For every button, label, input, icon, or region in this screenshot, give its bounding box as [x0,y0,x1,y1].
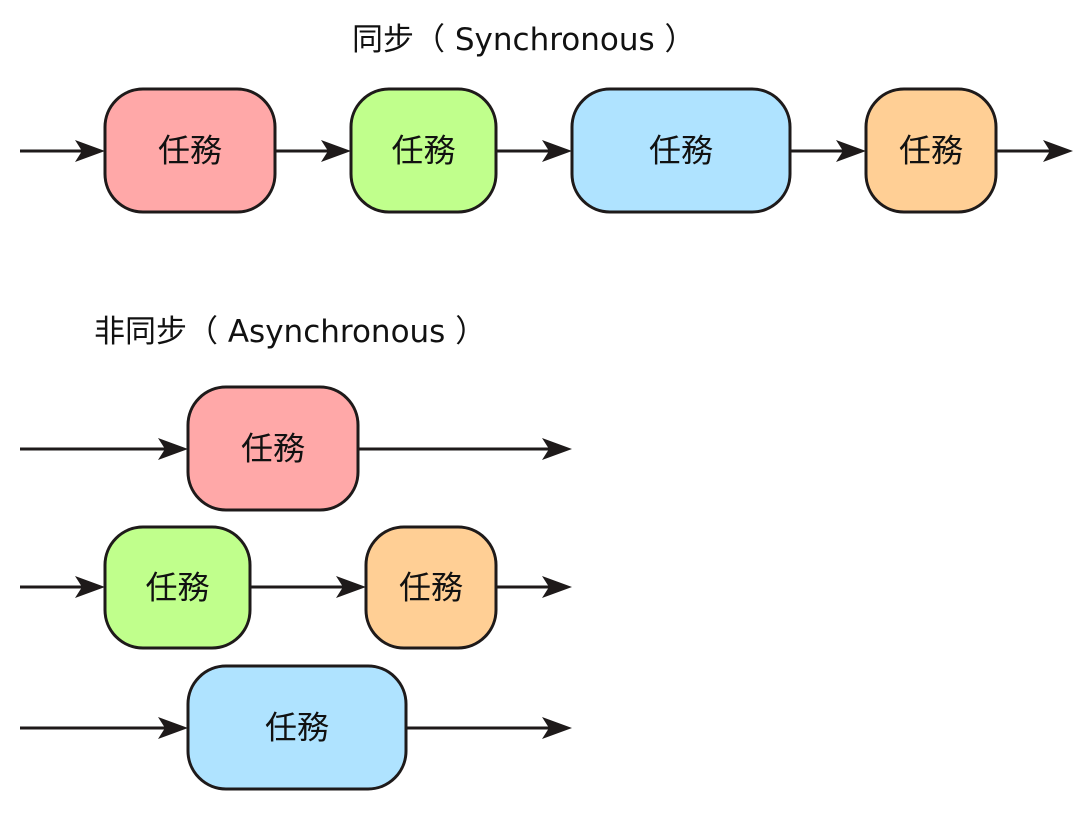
flow-arrow [20,438,188,460]
async-task-2-2: 任務 [364,525,498,650]
task-label: 任務 [158,132,222,170]
flow-arrow-end [996,140,1073,162]
async-heading: 非同步（ Asynchronous ） [94,314,486,350]
task-label: 任務 [265,709,329,747]
async-row-2: 任務 任務 [20,525,572,650]
flow-arrow-end [358,438,572,460]
sync-flow: 任務 任務 任務 任務 [20,87,1073,214]
task-label: 任務 [649,132,713,170]
async-task-3-1: 任務 [186,664,408,791]
flow-arrow [275,140,351,162]
sync-task-1: 任務 [103,87,277,214]
flow-arrow-end [496,576,572,598]
sync-task-2: 任務 [349,87,498,214]
async-task-2-1: 任務 [103,525,252,650]
async-row-3: 任務 [20,664,572,791]
task-label: 任務 [899,132,963,170]
flow-arrow [496,140,572,162]
flow-arrow [20,717,188,739]
async-row-1: 任務 [20,385,572,512]
async-task-1-1: 任務 [186,385,360,512]
flow-arrow [790,140,866,162]
task-label: 任務 [391,132,455,170]
sync-task-3: 任務 [570,87,792,214]
task-label: 任務 [399,569,463,607]
flow-arrow [20,140,105,162]
task-label: 任務 [241,430,305,468]
sync-task-4: 任務 [864,87,998,214]
async-flow: 任務任務任務任務 [20,385,572,791]
sync-heading: 同步（ Synchronous ） [352,22,696,58]
task-label: 任務 [145,569,209,607]
flow-arrow-end [406,717,572,739]
flow-arrow [20,576,105,598]
flow-arrow [250,576,366,598]
